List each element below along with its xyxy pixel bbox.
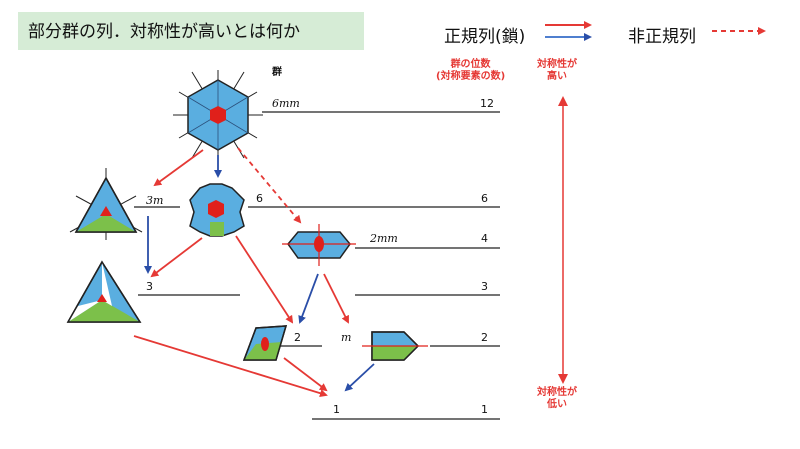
subgroup-arrows (133, 147, 375, 398)
order-value-3: 3 (481, 280, 488, 293)
group-symbol-6mm: 6mm (272, 97, 300, 110)
arrow-2-to-1 (283, 357, 328, 392)
order-value-4: 4 (481, 232, 488, 245)
symmetry-high-label: 対称性が 高い (537, 59, 577, 82)
hexagon-6-figure (189, 183, 245, 237)
arrow-m-to-1 (344, 363, 375, 392)
group-symbol-2mm: 2mm (370, 232, 398, 245)
order-value-12: 12 (480, 97, 494, 110)
order-column-header: 群の位数 (対称要素の数) (436, 59, 506, 82)
group-symbol-6: 6 (256, 192, 263, 205)
arrow-2mm-to-m (323, 273, 349, 324)
title-banner (18, 12, 364, 50)
page-title: 部分群の列．対称性が高いとは何か (28, 22, 300, 42)
order-value-6: 6 (481, 192, 488, 205)
hexagon-2mm-figure (282, 224, 356, 266)
group-symbol-m: m (341, 331, 352, 344)
legend-non-normal-series-label: 非正規列 (628, 27, 696, 47)
arrow-6mm-to-2mm (237, 147, 302, 224)
order-value-2: 2 (481, 331, 488, 344)
group-symbol-2: 2 (294, 331, 301, 344)
group-column-header: 群 (272, 67, 282, 78)
hexagon-6mm-figure (173, 70, 263, 160)
pentagon-m-figure (362, 331, 428, 361)
arrow-6-to-3 (150, 237, 203, 278)
level-lines (134, 111, 500, 420)
arrow-3-to-1 (133, 335, 328, 398)
arrow-6-to-2 (235, 235, 294, 324)
group-symbol-3m: 3m (146, 194, 164, 207)
arrow-2mm-to-2 (298, 273, 319, 324)
group-symbol-3: 3 (146, 280, 153, 293)
order-value-1: 1 (481, 403, 488, 416)
symmetry-double-arrow (558, 96, 568, 384)
group-symbol-1: 1 (333, 403, 340, 416)
legend-normal-arrow-icon (545, 21, 592, 41)
legend-normal-series-label: 正規列(鎖) (444, 27, 526, 47)
symmetry-low-label: 対称性が 低い (537, 387, 577, 410)
triangle-3m-figure (69, 168, 143, 240)
arrow-6mm-to-3m (153, 149, 204, 187)
parallelogram-2-figure (242, 325, 288, 361)
triangle-3-figure (66, 260, 142, 323)
